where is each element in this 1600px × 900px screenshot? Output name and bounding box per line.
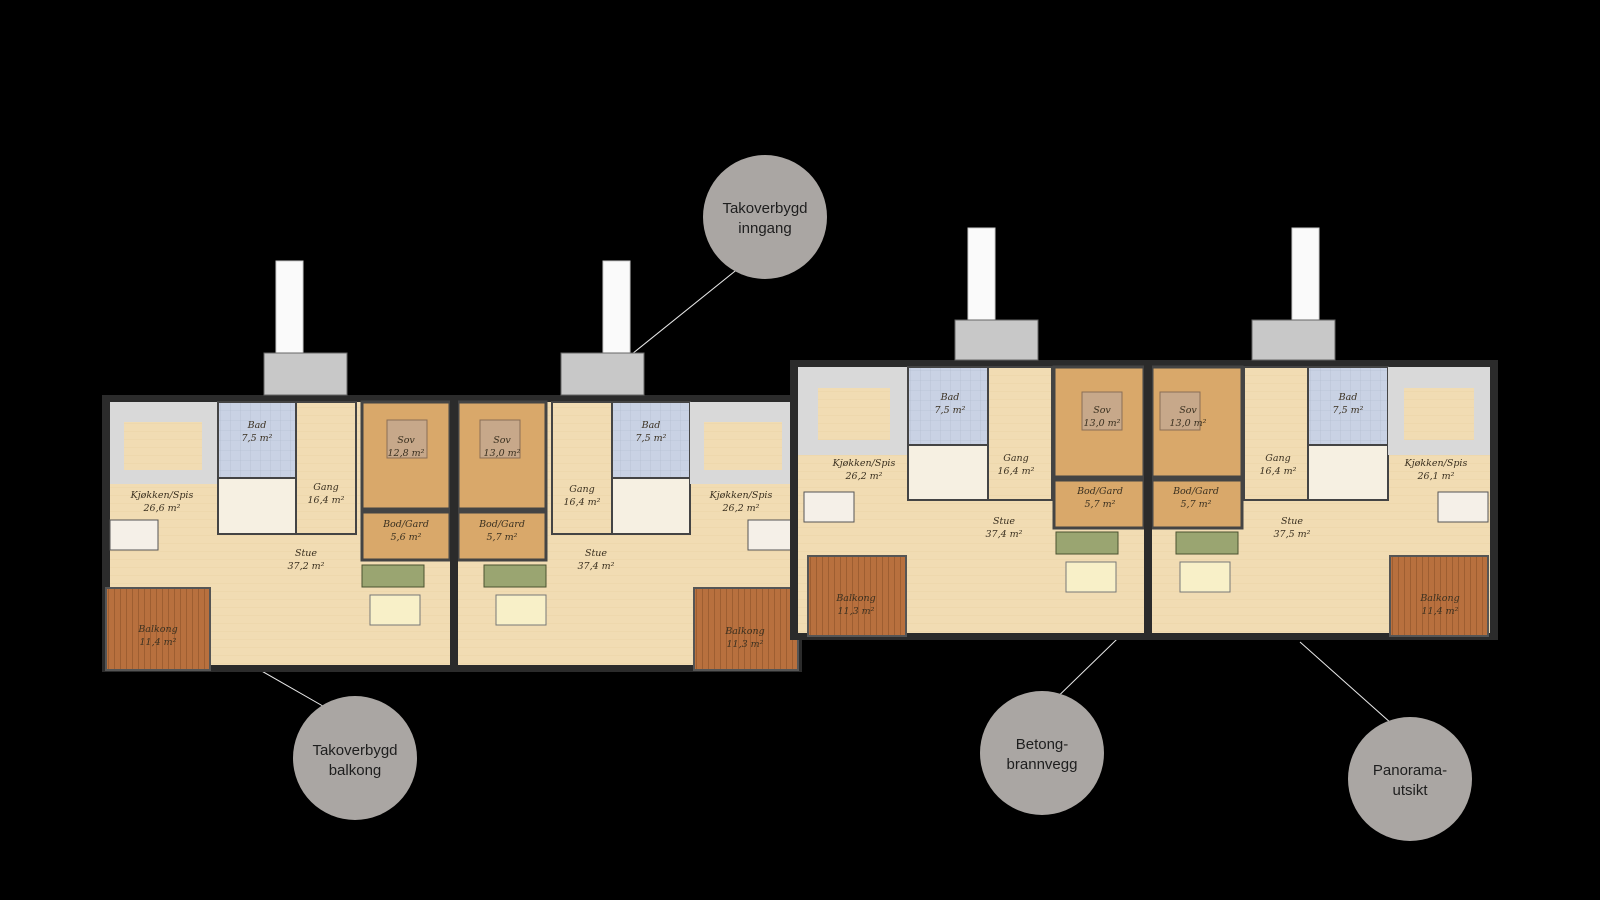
room-area-stue: 37,5 m²	[1274, 529, 1311, 540]
callout-balkong: Takoverbygd balkong	[293, 696, 417, 820]
callout-brannvegg: Betong- brannvegg	[980, 691, 1104, 815]
room-area-sov: 13,0 m²	[484, 448, 521, 459]
room-area-balkong: 11,4 m²	[140, 637, 177, 648]
room-area-sov: 13,0 m²	[1084, 418, 1121, 429]
room-label-bad: Bad	[247, 420, 267, 431]
room-area-bad: 7,5 m²	[242, 433, 273, 444]
room-label-bad: Bad	[940, 392, 960, 403]
room-area-kjokken: 26,6 m²	[143, 503, 181, 514]
room-area-bad: 7,5 m²	[636, 433, 667, 444]
room-label-sov: Sov	[397, 435, 415, 446]
callout-inngang-line2: inngang	[738, 220, 791, 237]
callout-inngang-line1: Takoverbygd	[722, 200, 807, 217]
room-label-gang: Gang	[313, 482, 338, 493]
room-area-sov: 12,8 m²	[388, 448, 425, 459]
room-area-stue: 37,2 m²	[288, 561, 325, 572]
room-label-bod: Bod/Gard	[1172, 486, 1219, 497]
room-area-balkong: 11,3 m²	[727, 639, 764, 650]
callout-brannvegg-line2: brannvegg	[1007, 756, 1078, 773]
room-label-sov: Sov	[1179, 405, 1197, 416]
callout-balkong-line2: balkong	[329, 762, 382, 779]
room-area-kjokken: 26,2 m²	[845, 471, 883, 482]
room-label-bad: Bad	[641, 420, 661, 431]
room-area-kjokken: 26,1 m²	[1417, 471, 1455, 482]
room-label-sov: Sov	[493, 435, 511, 446]
room-area-bod: 5,7 m²	[487, 532, 518, 543]
room-label-bod: Bod/Gard	[1076, 486, 1123, 497]
callout-inngang: Takoverbygd inngang	[703, 155, 827, 279]
room-area-stue: 37,4 m²	[986, 529, 1023, 540]
callout-panorama-line2: utsikt	[1392, 782, 1428, 799]
room-label-stue: Stue	[1281, 516, 1303, 527]
building-west	[102, 260, 802, 672]
room-area-gang: 16,4 m²	[308, 495, 345, 506]
room-label-balkong: Balkong	[137, 624, 177, 635]
room-label-balkong: Balkong	[1419, 593, 1459, 604]
room-label-stue: Stue	[295, 548, 317, 559]
room-label-sov: Sov	[1093, 405, 1111, 416]
room-area-balkong: 11,3 m²	[838, 606, 875, 617]
room-area-balkong: 11,4 m²	[1422, 606, 1459, 617]
room-area-bad: 7,5 m²	[1333, 405, 1364, 416]
room-label-gang: Gang	[1003, 453, 1028, 464]
room-label-kjokken: Kjøkken/Spis	[130, 490, 194, 501]
room-label-balkong: Balkong	[724, 626, 764, 637]
room-area-gang: 16,4 m²	[998, 466, 1035, 477]
room-area-sov: 13,0 m²	[1170, 418, 1207, 429]
callout-panorama: Panorama- utsikt	[1348, 717, 1472, 841]
room-label-bod: Bod/Gard	[478, 519, 525, 530]
room-label-bod: Bod/Gard	[382, 519, 429, 530]
room-area-gang: 16,4 m²	[1260, 466, 1297, 477]
room-label-gang: Gang	[1265, 453, 1290, 464]
building-east	[790, 227, 1498, 640]
callout-balkong-line1: Takoverbygd	[312, 742, 397, 759]
room-labels: Kjøkken/Spis 26,6 m² Bad 7,5 m² Gang 16,…	[130, 392, 1468, 650]
room-label-stue: Stue	[993, 516, 1015, 527]
room-label-stue: Stue	[585, 548, 607, 559]
callout-panorama-line1: Panorama-	[1373, 762, 1447, 779]
room-label-kjokken: Kjøkken/Spis	[1404, 458, 1468, 469]
room-area-bod: 5,7 m²	[1181, 499, 1212, 510]
room-label-kjokken: Kjøkken/Spis	[709, 490, 773, 501]
callout-brannvegg-line1: Betong-	[1016, 736, 1069, 753]
room-area-bod: 5,7 m²	[1085, 499, 1116, 510]
room-label-gang: Gang	[569, 484, 594, 495]
room-area-gang: 16,4 m²	[564, 497, 601, 508]
room-label-balkong: Balkong	[835, 593, 875, 604]
room-area-bad: 7,5 m²	[935, 405, 966, 416]
room-label-bad: Bad	[1338, 392, 1358, 403]
room-area-stue: 37,4 m²	[578, 561, 615, 572]
room-area-kjokken: 26,2 m²	[722, 503, 760, 514]
room-area-bod: 5,6 m²	[391, 532, 422, 543]
room-label-kjokken: Kjøkken/Spis	[832, 458, 896, 469]
